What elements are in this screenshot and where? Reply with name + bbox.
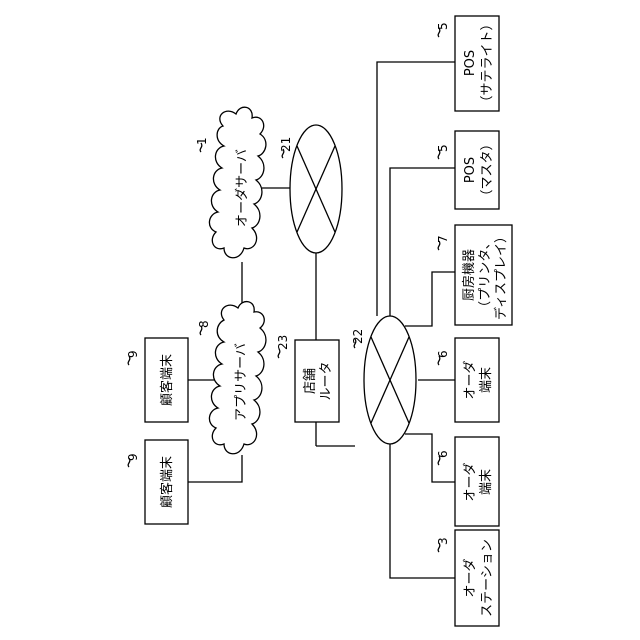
order-terminal-upper-label-line2: 端末 [479,367,494,393]
order-station-label-line1: オーダ [463,558,478,597]
link-network22-order-station [390,440,455,578]
ref-app-server: 8 [197,320,211,328]
app-server-label: アプリサーバ [234,343,249,421]
order-server-label: オーダサーバ [235,149,250,227]
link-network22-pos-satellite [377,62,455,316]
kitchen-device-label-line1: 厨房機器 [461,249,477,301]
pos-master-label-line2: （マスタ） [480,137,495,202]
link-network22-pos-master [390,168,455,320]
ref-pos-satellite: 5 [436,22,450,30]
pos-master-label-line1: POS [463,157,478,183]
order-terminal-upper-label-line1: オーダ [463,360,478,399]
ref-order-server: 1 [195,137,209,145]
order-terminal-lower-label-line1: オーダ [463,462,478,501]
kitchen-device-label-line3: ディスプレイ） [493,230,509,320]
link-network22-kitchen [405,272,455,326]
ref-order-terminal-upper: 6 [436,350,450,358]
ref-customer-lower: 9 [126,453,140,461]
link-appserver-customer-lower [188,455,242,482]
ref-order-terminal-lower: 6 [436,450,450,458]
ref-customer-upper: 9 [126,350,140,358]
store-router-label-line1: 店舗 [303,368,318,394]
pos-satellite-label-line1: POS [463,50,478,76]
ref-network-21: 21 [279,137,293,152]
order-station-label-line2: ステーション [480,539,495,617]
store-router-label-line2: ルータ [319,361,334,400]
pos-satellite-label-line2: （サテライト） [480,17,495,108]
ref-pos-master: 5 [436,144,450,152]
ref-router: 23 [276,335,290,350]
order-terminal-lower-label-line2: 端末 [479,469,494,495]
customer-terminal-lower-label: 顧客端末 [159,456,175,508]
ref-order-station: 3 [436,537,450,545]
kitchen-device-label-line2: （プリンタ、 [478,236,493,314]
ref-network-22: 22 [351,329,365,344]
customer-terminal-upper-label: 顧客端末 [159,354,175,406]
ref-kitchen: 7 [436,235,450,243]
